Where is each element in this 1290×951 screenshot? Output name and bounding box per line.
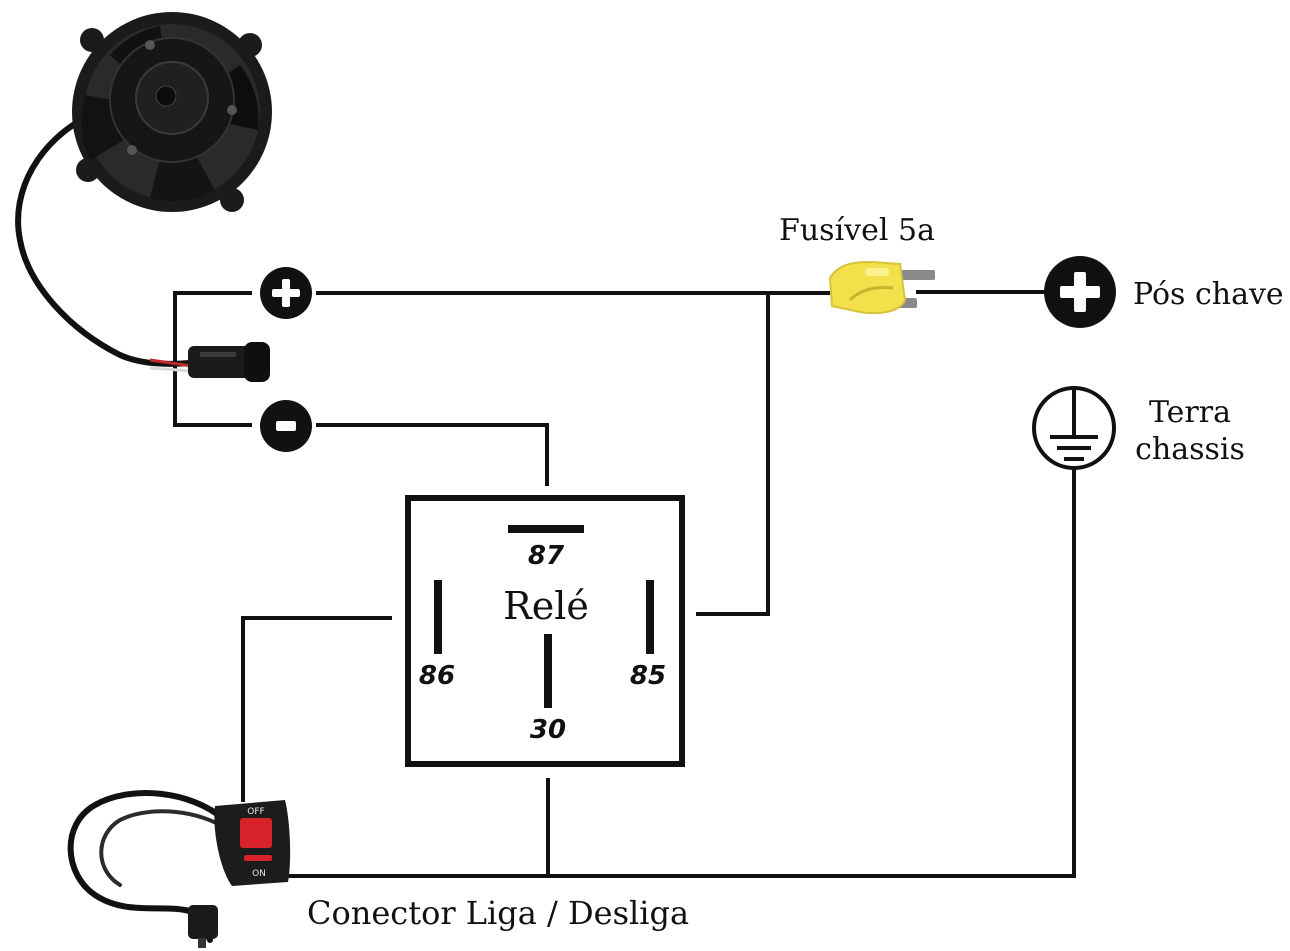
wire-to-relay-85 xyxy=(696,291,770,616)
plus-circle-icon xyxy=(1060,272,1100,312)
handlebar-switch-icon: OFF ON xyxy=(67,790,291,948)
relay-pin-86-label: 86 xyxy=(419,661,455,691)
ignition-terminal xyxy=(1044,256,1116,328)
negative-terminal xyxy=(260,400,312,452)
ignition-label: Pós chave xyxy=(1133,277,1284,312)
switch-off-mark: OFF xyxy=(247,807,264,817)
switch-label: Conector Liga / Desliga xyxy=(307,894,689,932)
switch-on-mark: ON xyxy=(252,869,266,879)
relay-pin-30-label: 30 xyxy=(530,715,566,745)
relay-body xyxy=(405,495,685,767)
relay: 87 86 85 30 Relé xyxy=(405,495,685,767)
wire-negative-to-relay-87 xyxy=(316,423,549,486)
plus-circle-icon xyxy=(272,279,300,307)
wires xyxy=(173,290,1076,878)
relay-pin-30-bar xyxy=(544,634,552,708)
relay-pin-86-bar xyxy=(434,580,442,654)
positive-terminal xyxy=(260,267,312,319)
relay-pin-87-label: 87 xyxy=(528,541,565,571)
blade-fuse-icon xyxy=(828,260,935,315)
fuse-label: Fusível 5a xyxy=(779,213,935,248)
wire-switch-to-ground xyxy=(286,468,1076,878)
wire-relay-86-to-switch xyxy=(241,616,392,802)
ground-symbol-icon xyxy=(1032,386,1116,470)
relay-pin-85-bar xyxy=(646,580,654,654)
ground-label-line2: chassis xyxy=(1135,432,1245,467)
cooling-fan-icon xyxy=(15,12,272,382)
ground-label-line1: Terra xyxy=(1149,395,1231,430)
minus-circle-icon xyxy=(276,421,296,431)
relay-pin-85-label: 85 xyxy=(630,661,666,691)
switch-button xyxy=(240,818,272,848)
relay-pin-87-bar xyxy=(508,525,584,533)
relay-label: Relé xyxy=(503,584,589,628)
wire-fan-positive-left xyxy=(173,291,252,427)
